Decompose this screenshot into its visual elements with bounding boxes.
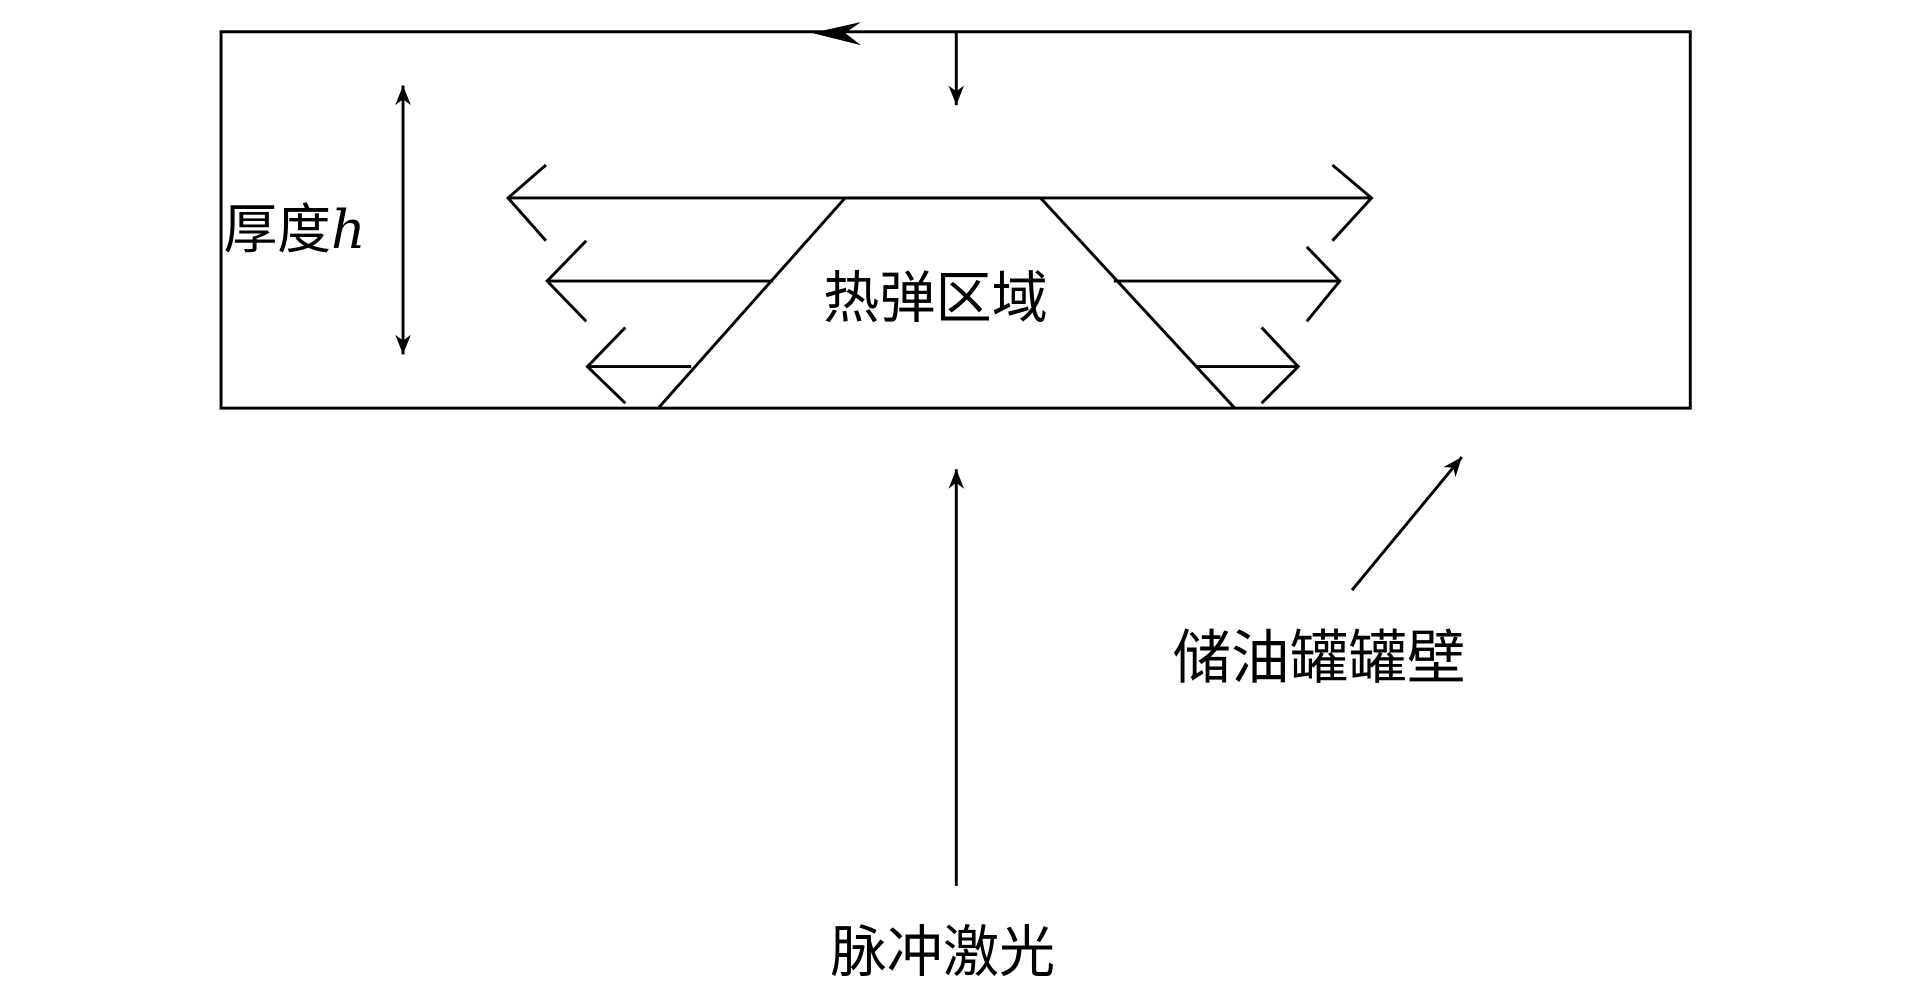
- surface-wave-arrow: [812, 21, 862, 46]
- tank-wall-label: 储油罐罐壁: [1172, 624, 1465, 692]
- chevron-right-2: [1305, 245, 1342, 323]
- chevron-right-3: [1260, 326, 1301, 405]
- thickness-label: 厚度h: [223, 198, 365, 261]
- hot-spot-label: 热弹区域: [823, 267, 1048, 332]
- chevron-left-2: [545, 239, 588, 323]
- tank-wall-pointer-arrow: [1350, 456, 1464, 592]
- chevron-right-1: [1331, 163, 1374, 242]
- chevron-left-1: [505, 163, 548, 242]
- chevron-left-3: [585, 326, 627, 405]
- pulse-laser-label: 脉冲激光: [830, 920, 1055, 985]
- expansion-arrows: [505, 163, 1374, 405]
